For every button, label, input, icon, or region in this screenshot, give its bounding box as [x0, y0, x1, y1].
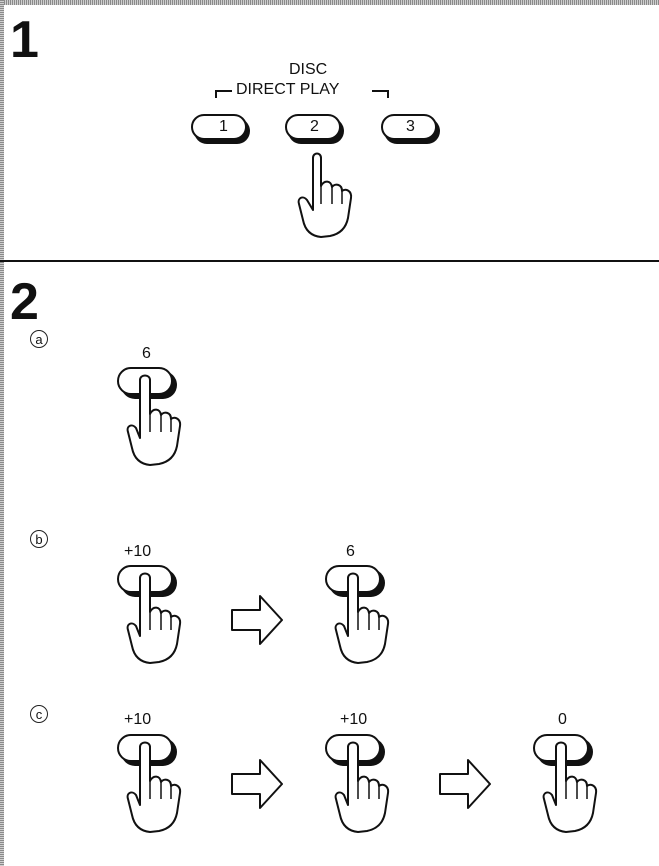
- disc-2-label: 2: [310, 118, 319, 135]
- marker-b: b: [30, 530, 48, 548]
- hand-press-icon: [117, 734, 182, 833]
- arrow-right-icon: [231, 595, 283, 645]
- hand-press-icon: [325, 734, 390, 833]
- disc-1-button[interactable]: [190, 114, 254, 148]
- page-border-left: [0, 0, 4, 866]
- arrow-right-icon: [231, 759, 283, 809]
- disc-2-button[interactable]: [284, 114, 348, 148]
- hand-press-icon: [117, 565, 182, 664]
- hand-press-icon: [325, 565, 390, 664]
- hand-press-icon: [117, 367, 182, 466]
- row-c-label-1: +10: [124, 711, 152, 728]
- row-a-label-1: 6: [142, 345, 151, 362]
- marker-c: c: [30, 705, 48, 723]
- row-c-label-2: +10: [340, 711, 368, 728]
- disc-3-label: 3: [406, 118, 415, 135]
- marker-a: a: [30, 330, 48, 348]
- section-divider: [0, 260, 659, 262]
- direct-play-bracket: [215, 90, 389, 98]
- page-border-top: [0, 0, 659, 5]
- disc-1-label: 1: [219, 118, 228, 135]
- row-b-label-2: 6: [346, 543, 355, 560]
- row-c-label-3: 0: [558, 711, 567, 728]
- direct-play-label: DIRECT PLAY: [236, 81, 340, 98]
- step-1-number: 1: [10, 11, 39, 69]
- row-b-label-1: +10: [124, 543, 152, 560]
- step-2-number: 2: [10, 273, 39, 331]
- hand-press-icon: [533, 734, 598, 833]
- arrow-right-icon: [439, 759, 491, 809]
- hand-press-icon: [297, 152, 353, 238]
- disc-3-button[interactable]: [380, 114, 444, 148]
- disc-label: DISC: [289, 61, 328, 78]
